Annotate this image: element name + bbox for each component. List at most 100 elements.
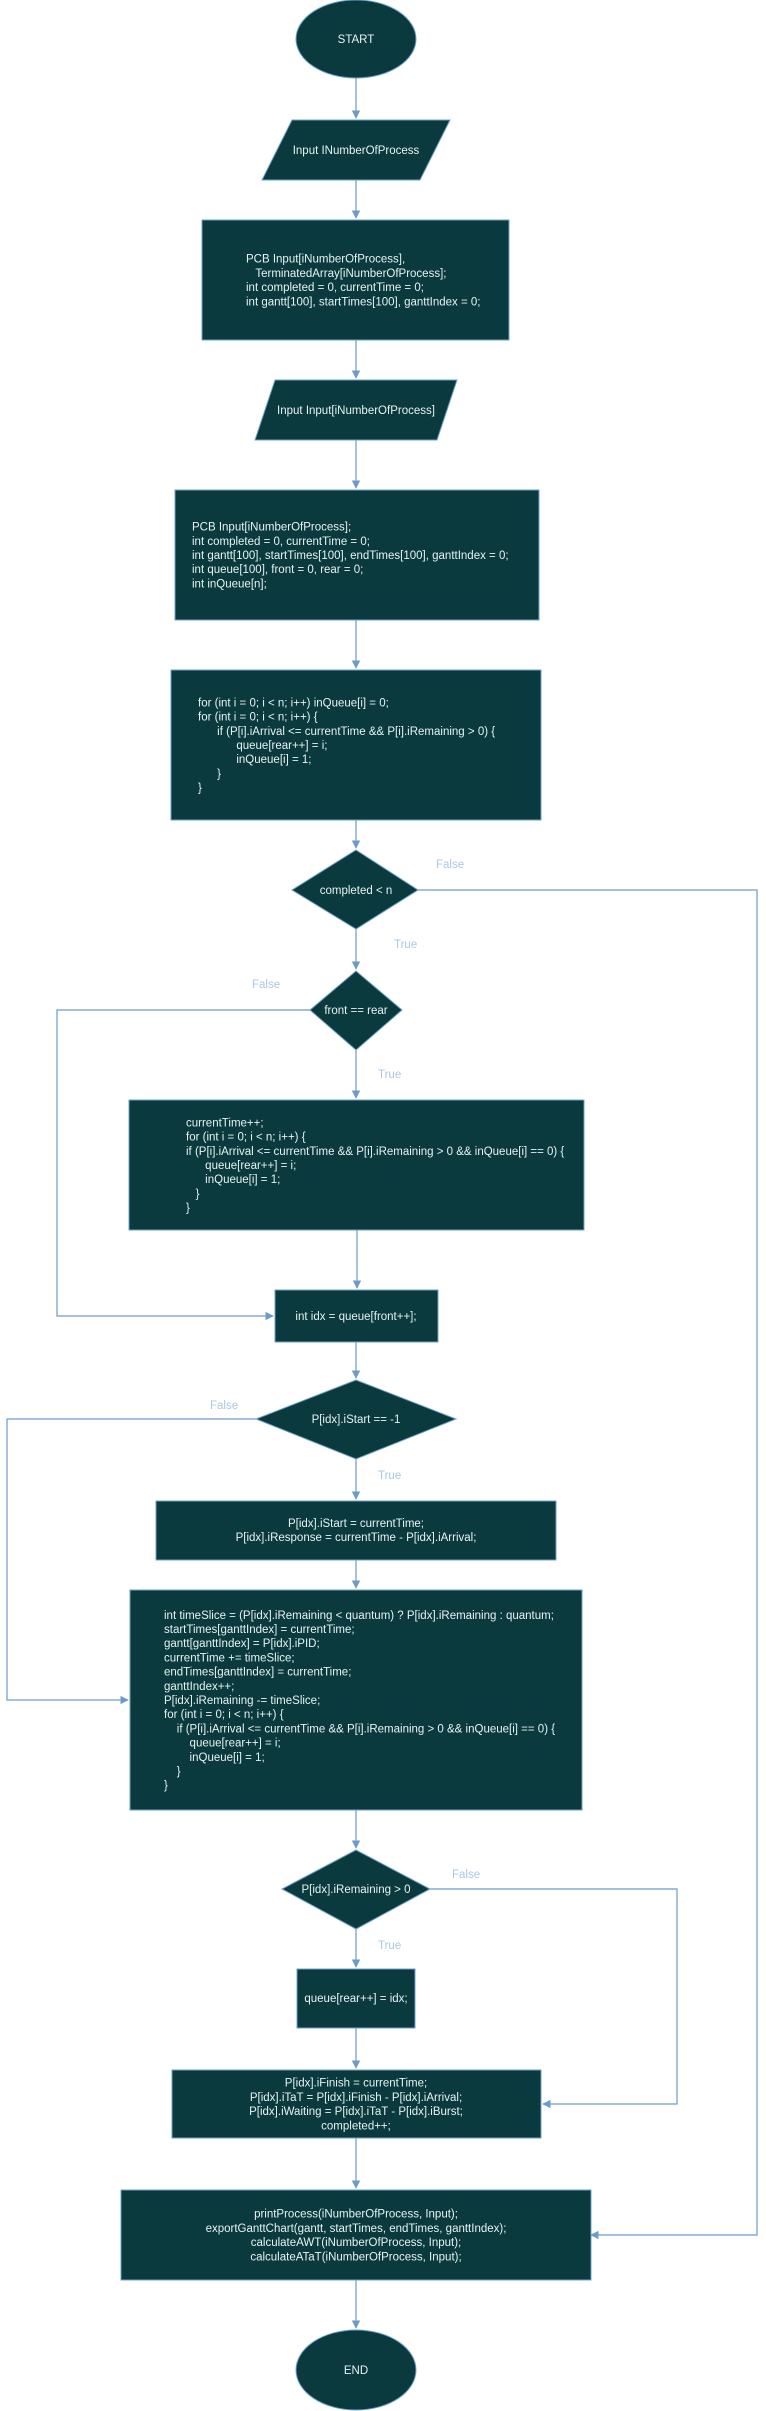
text-line: printProcess(iNumberOfProcess, Input); bbox=[254, 2209, 458, 2221]
declarations-node-2: PCB Input[iNumberOfProcess]; int complete… bbox=[174, 489, 540, 621]
start-node: START bbox=[295, 0, 417, 79]
set-start-text: P[idx].iStart = currentTime; P[idx].iResp… bbox=[236, 1518, 477, 1544]
text-line: TerminatedArray[iNumberOfProcess]; bbox=[246, 268, 446, 280]
text-line: } bbox=[164, 1766, 181, 1778]
input-process-count-node: Input INumberOfProcess bbox=[261, 119, 451, 181]
idle-advance-node: currentTime++; for (int i = 0; i < n; i++… bbox=[128, 1099, 585, 1231]
decision-front-label: front == rear bbox=[324, 1005, 387, 1017]
text-line: for (int i = 0; i < n; i++) { bbox=[186, 1132, 306, 1144]
text-line: completed < n bbox=[320, 885, 393, 897]
text-line: } bbox=[186, 1203, 190, 1215]
text-line: Input INumberOfProcess bbox=[293, 145, 420, 157]
label-remaining-false: False bbox=[452, 1869, 480, 1881]
input-process-count-label: Input INumberOfProcess bbox=[293, 145, 420, 157]
text-line: endTimes[ganttIndex] = currentTime; bbox=[164, 1667, 351, 1679]
text-line: int timeSlice = (P[idx].iRemaining < qua… bbox=[164, 1610, 554, 1622]
label-remaining-true: True bbox=[378, 1940, 401, 1952]
label-completed-true: True bbox=[394, 939, 417, 951]
text-line: P[idx].iStart = currentTime; bbox=[288, 1518, 424, 1530]
text-line: for (int i = 0; i < n; i++) inQueue[i] =… bbox=[198, 697, 389, 709]
text-line: PCB Input[iNumberOfProcess]; bbox=[192, 522, 351, 534]
text-line: currentTime++; bbox=[186, 1117, 264, 1129]
text-line: PCB Input[iNumberOfProcess], bbox=[246, 254, 405, 266]
text-line: queue[rear++] = i; bbox=[198, 740, 327, 752]
text-line: completed++; bbox=[321, 2120, 391, 2132]
print-results-node: printProcess(iNumberOfProcess, Input); ex… bbox=[120, 2189, 592, 2281]
edge-labels: False True False True False True False T… bbox=[210, 859, 480, 1952]
run-slice-node: int timeSlice = (P[idx].iRemaining < qua… bbox=[129, 1589, 583, 1811]
input-array-label: Input Input[iNumberOfProcess] bbox=[277, 405, 435, 417]
text-line: int completed = 0, currentTime = 0; bbox=[192, 536, 370, 548]
edges bbox=[6, 78, 758, 2329]
requeue-node: queue[rear++] = idx; bbox=[296, 1968, 416, 2029]
text-line: calculateAWT(iNumberOfProcess, Input); bbox=[251, 2237, 461, 2249]
edge-completed-false bbox=[418, 889, 758, 2240]
text-line: queue[rear++] = i; bbox=[186, 1160, 296, 1172]
text-line: } bbox=[198, 783, 202, 795]
text-line: } bbox=[164, 1780, 168, 1792]
text-line: P[idx].iStart == -1 bbox=[312, 1414, 401, 1426]
print-results-text: printProcess(iNumberOfProcess, Input); ex… bbox=[206, 2209, 507, 2264]
text-line: inQueue[i] = 1; bbox=[186, 1174, 280, 1186]
text-line: P[idx].iFinish = currentTime; bbox=[285, 2078, 427, 2090]
text-line: if (P[i].iArrival <= currentTime && P[i]… bbox=[164, 1723, 555, 1735]
text-line: P[idx].iTaT = P[idx].iFinish - P[idx].iA… bbox=[250, 2092, 462, 2104]
text-line: P[idx].iWaiting = P[idx].iTaT - P[idx].i… bbox=[249, 2106, 463, 2118]
text-line: if (P[i].iArrival <= currentTime && P[i]… bbox=[186, 1146, 564, 1158]
declarations-1-text: PCB Input[iNumberOfProcess], TerminatedA… bbox=[246, 254, 481, 309]
label-front-true: True bbox=[378, 1069, 401, 1081]
decision-remaining: P[idx].iRemaining > 0 bbox=[280, 1849, 432, 1930]
text-line: int inQueue[n]; bbox=[192, 578, 267, 590]
declarations-2-text: PCB Input[iNumberOfProcess]; int complete… bbox=[192, 522, 509, 591]
decision-istart: P[idx].iStart == -1 bbox=[254, 1379, 458, 1460]
text-line: P[idx].iResponse = currentTime - P[idx].… bbox=[236, 1532, 477, 1544]
text-line: START bbox=[338, 34, 375, 46]
run-slice-text: int timeSlice = (P[idx].iRemaining < qua… bbox=[164, 1610, 555, 1792]
start-label: START bbox=[338, 34, 375, 46]
text-line: currentTime += timeSlice; bbox=[164, 1652, 295, 1664]
text-line: int idx = queue[front++]; bbox=[295, 1311, 416, 1323]
text-line: int queue[100], front = 0, rear = 0; bbox=[192, 564, 363, 576]
decision-completed-lt-n: completed < n bbox=[291, 849, 419, 930]
text-line: int gantt[100], startTimes[100], endTime… bbox=[192, 550, 509, 562]
edge-start-false bbox=[6, 1418, 256, 1705]
text-line: P[idx].iRemaining > 0 bbox=[302, 1884, 411, 1896]
dequeue-text: int idx = queue[front++]; bbox=[295, 1311, 416, 1323]
text-line: Input Input[iNumberOfProcess] bbox=[277, 405, 435, 417]
text-line: } bbox=[198, 768, 221, 780]
text-line: int gantt[100], startTimes[100], ganttIn… bbox=[246, 296, 481, 308]
decision-istart-label: P[idx].iStart == -1 bbox=[312, 1414, 401, 1426]
idle-advance-text: currentTime++; for (int i = 0; i < n; i++… bbox=[186, 1117, 564, 1214]
init-queue-loop-node: for (int i = 0; i < n; i++) inQueue[i] =… bbox=[170, 669, 542, 821]
decision-completed-label: completed < n bbox=[320, 885, 393, 897]
text-line: } bbox=[186, 1188, 200, 1200]
label-completed-false: False bbox=[436, 859, 464, 871]
text-line: P[idx].iRemaining -= timeSlice; bbox=[164, 1695, 320, 1707]
label-front-false: False bbox=[252, 979, 280, 991]
edge-front-false bbox=[56, 1009, 310, 1321]
text-line: startTimes[ganttIndex] = currentTime; bbox=[164, 1624, 355, 1636]
declarations-node-1: PCB Input[iNumberOfProcess], TerminatedA… bbox=[201, 219, 510, 341]
edge-remaining-false bbox=[430, 1888, 678, 2109]
init-queue-loop-text: for (int i = 0; i < n; i++) inQueue[i] =… bbox=[198, 697, 495, 794]
end-node: END bbox=[295, 2329, 417, 2411]
input-array-node: Input Input[iNumberOfProcess] bbox=[254, 379, 458, 441]
text-line: inQueue[i] = 1; bbox=[198, 754, 311, 766]
set-start-node: P[idx].iStart = currentTime; P[idx].iResp… bbox=[155, 1500, 557, 1561]
label-start-true: True bbox=[378, 1470, 401, 1482]
decision-front-eq-rear: front == rear bbox=[309, 970, 403, 1051]
text-line: gantt[ganttIndex] = P[idx].iPID; bbox=[164, 1638, 320, 1650]
text-line: queue[rear++] = idx; bbox=[304, 1993, 407, 2005]
dequeue-node: int idx = queue[front++]; bbox=[274, 1289, 439, 1343]
text-line: int completed = 0, currentTime = 0; bbox=[246, 282, 424, 294]
text-line: for (int i = 0; i < n; i++) { bbox=[198, 712, 318, 724]
text-line: if (P[i].iArrival <= currentTime && P[i]… bbox=[198, 726, 495, 738]
text-line: inQueue[i] = 1; bbox=[164, 1752, 265, 1764]
text-line: exportGanttChart(gantt, startTimes, endT… bbox=[206, 2223, 507, 2235]
finish-node: P[idx].iFinish = currentTime; P[idx].iTaT… bbox=[171, 2069, 542, 2139]
text-line: ganttIndex++; bbox=[164, 1681, 234, 1693]
finish-text: P[idx].iFinish = currentTime; P[idx].iTaT… bbox=[249, 2078, 463, 2133]
text-line: calculateATaT(iNumberOfProcess, Input); bbox=[250, 2251, 461, 2263]
decision-remaining-label: P[idx].iRemaining > 0 bbox=[302, 1884, 411, 1896]
